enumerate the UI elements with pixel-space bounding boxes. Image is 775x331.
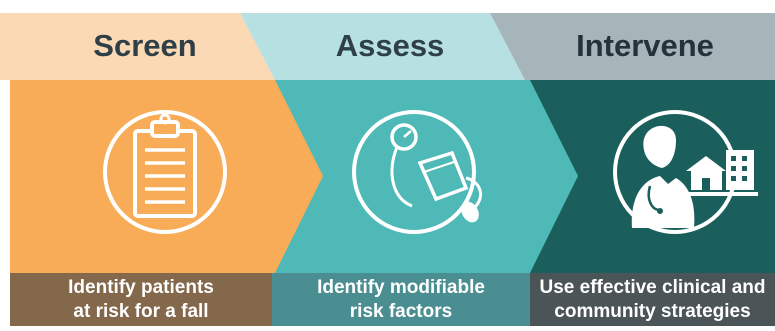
top-margin (0, 0, 775, 13)
assess-footer-band (272, 273, 530, 326)
screen-header-band (0, 13, 275, 80)
blood-pressure-cuff-icon (352, 110, 483, 234)
assess-header-band (240, 13, 525, 80)
intervene-footer-band (530, 273, 775, 326)
intervene-step-description: Use effective clinical and community str… (539, 276, 766, 322)
clipboard-icon (103, 110, 227, 234)
assess-step-title: Assess (335, 28, 445, 63)
screen-step-description: Identify patients at risk for a fall (68, 276, 214, 322)
assess-step-description: Identify modifiable risk factors (317, 276, 485, 322)
assess-body-arrow (265, 80, 578, 273)
screen-step-title: Screen (93, 28, 197, 63)
screen-footer-band (10, 273, 272, 326)
intervene-step-title: Intervene (576, 28, 714, 63)
doctor-community-icon (613, 110, 758, 234)
intervene-header-band (490, 13, 775, 80)
